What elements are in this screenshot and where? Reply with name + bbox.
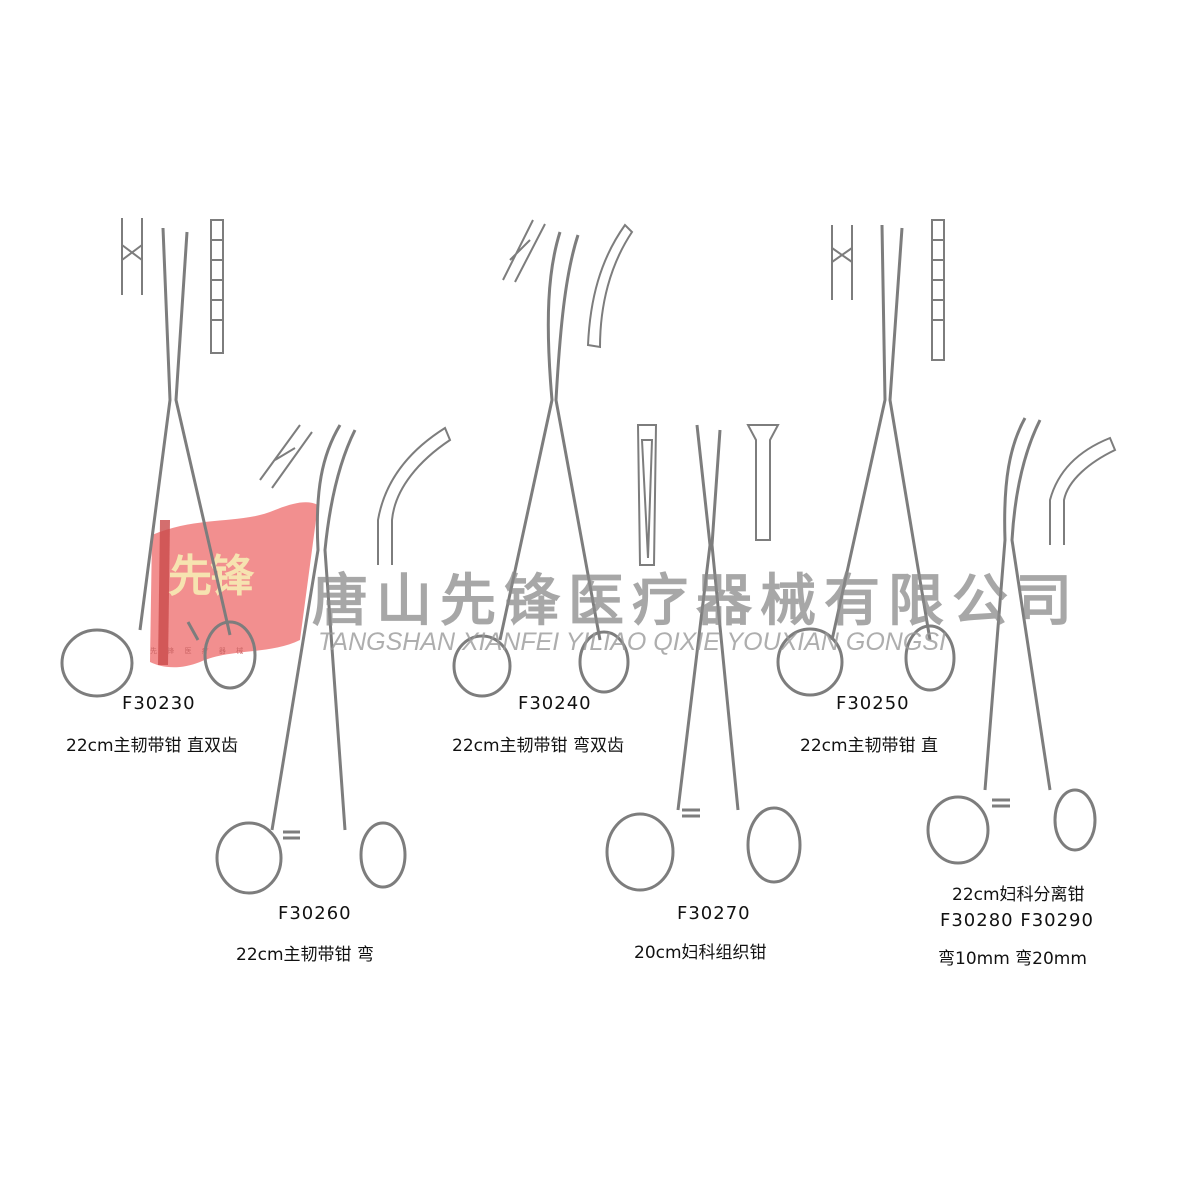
product-code: F30230 — [122, 693, 196, 714]
product-code: F30250 — [836, 693, 910, 714]
product-code: F30270 — [677, 903, 751, 924]
product-code: F30240 — [518, 693, 592, 714]
logo-subtext: 先 锋 医 疗 器 械 — [150, 647, 248, 655]
product-description: 22cm妇科分离钳 — [952, 885, 1085, 905]
product-code: F30260 — [278, 903, 352, 924]
watermark-company-en: TANGSHAN XIANFEI YILIAO QIXIE YOUXIAN GO… — [318, 628, 946, 656]
product-codes: F30280 F30290 — [940, 910, 1094, 931]
watermark-company-cn: 唐山先锋医疗器械有限公司 — [312, 568, 1080, 634]
product-description: 20cm妇科组织钳 — [634, 943, 767, 963]
product-description: 22cm主韧带钳 弯双齿 — [452, 736, 624, 756]
product-description: 22cm主韧带钳 直双齿 — [66, 736, 238, 756]
logo-text: 先锋 — [168, 551, 254, 602]
product-description: 22cm主韧带钳 弯 — [236, 945, 374, 965]
product-sizes: 弯10mm 弯20mm — [938, 949, 1087, 969]
product-description: 22cm主韧带钳 直 — [800, 736, 938, 756]
